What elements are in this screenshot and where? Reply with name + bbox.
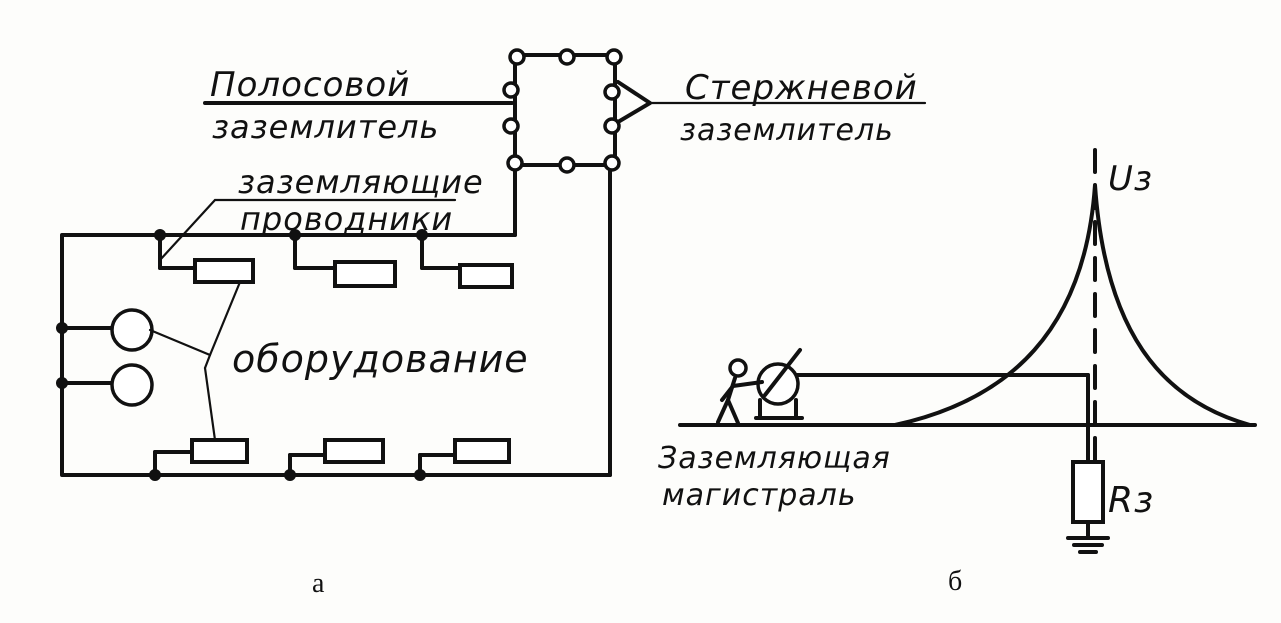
junction-dots <box>56 229 428 481</box>
diagram-a: Полосовой заземлитель Стержневой заземли… <box>56 48 927 599</box>
equipment-leaders <box>148 280 242 442</box>
conductors-label-2: проводники <box>240 200 453 238</box>
strip-ground-label-2: заземлитель <box>212 108 439 146</box>
resistance-label: Rз <box>1108 480 1154 521</box>
diagram-b: Uз Rз Заземляющая магистраль б <box>658 148 1257 597</box>
ground-resistor <box>1071 460 1105 524</box>
voltage-label: Uз <box>1108 159 1153 199</box>
motors <box>60 308 154 407</box>
rod-ground-label-1: Стержневой <box>685 68 918 108</box>
rod-pointer <box>616 80 652 124</box>
potential-curve <box>893 183 1252 427</box>
equipment-bottom-row <box>153 438 511 477</box>
conductors-leader <box>158 198 457 262</box>
motor-on-base <box>754 348 804 420</box>
ground-symbol <box>1066 536 1110 554</box>
equipment-top-row <box>158 233 514 289</box>
strip-ground-label-1: Полосовой <box>210 65 410 105</box>
caption-b: б <box>948 566 962 597</box>
main-label-1: Заземляющая <box>658 441 891 476</box>
equipment-label: оборудование <box>232 337 529 381</box>
rod-ground-label-2: заземлитель <box>680 113 894 148</box>
ground-electrode-ring <box>513 53 617 167</box>
main-label-2: магистраль <box>662 478 857 513</box>
ground-loop <box>60 233 612 477</box>
caption-a: а <box>312 568 325 599</box>
person-icon <box>716 358 764 425</box>
conductors-label-1: заземляющие <box>238 163 484 201</box>
electrodes <box>502 48 623 174</box>
